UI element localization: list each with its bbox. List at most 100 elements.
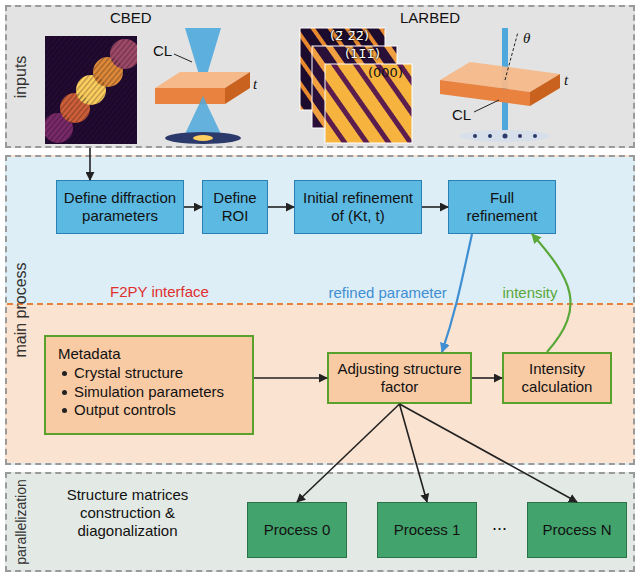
cbed-fringes bbox=[60, 93, 90, 123]
connector bbox=[297, 404, 400, 502]
crystal-front bbox=[440, 80, 530, 106]
diffraction-disk bbox=[193, 135, 213, 141]
cbed-disk bbox=[110, 39, 137, 69]
interface-label: F2PY interface bbox=[110, 283, 209, 300]
tilt-normal bbox=[505, 32, 518, 80]
cbed-disk bbox=[45, 113, 73, 143]
crystal-front bbox=[155, 88, 225, 104]
parallel-note: Structure matrices construction & diagon… bbox=[30, 486, 225, 540]
connector bbox=[268, 206, 294, 208]
tilt-angle-label: θ bbox=[523, 30, 530, 47]
connector bbox=[184, 206, 202, 208]
edge-label: refined parameter bbox=[328, 284, 446, 301]
beam-cone bbox=[185, 28, 221, 88]
input-title: CBED bbox=[110, 9, 152, 26]
leader-line bbox=[474, 100, 499, 112]
bullet-item: Crystal structure bbox=[58, 364, 240, 383]
cbed-disk bbox=[93, 57, 123, 87]
bullet-text: Crystal structure bbox=[74, 364, 240, 383]
process-box: Define ROI bbox=[202, 180, 268, 234]
camera-length-label: CL bbox=[153, 42, 172, 59]
reflection-label: (000) bbox=[368, 66, 403, 81]
bullet-dot bbox=[62, 408, 67, 413]
crystal-side bbox=[530, 74, 560, 106]
cbed-fringes bbox=[76, 75, 106, 105]
crystal-top bbox=[440, 62, 560, 92]
input-band: inputs bbox=[5, 5, 635, 148]
process-box: Intensity calculation bbox=[502, 352, 612, 404]
leader-line bbox=[174, 54, 192, 62]
box-label: Process N bbox=[542, 521, 611, 539]
diffraction-spot bbox=[488, 134, 492, 138]
interface-divider bbox=[7, 303, 633, 305]
cbed-fringes bbox=[110, 39, 137, 69]
diffraction-spot bbox=[533, 134, 537, 138]
larbed-image bbox=[300, 28, 385, 110]
connector bbox=[472, 377, 502, 379]
crystal-side bbox=[225, 72, 250, 104]
reflection-label: (11̄1̄) bbox=[345, 47, 380, 62]
beam-line bbox=[502, 28, 508, 130]
connector bbox=[422, 206, 448, 208]
ellipsis: ... bbox=[492, 514, 507, 535]
box-label: Intensity calculation bbox=[509, 360, 605, 396]
metadata-box: MetadataCrystal structureSimulation para… bbox=[44, 335, 254, 435]
bullet-item: Output controls bbox=[58, 401, 240, 420]
camera-length-label: CL bbox=[452, 106, 471, 123]
cbed-fringes bbox=[93, 57, 123, 87]
box-heading: Metadata bbox=[58, 345, 240, 364]
connector bbox=[89, 148, 91, 180]
worker-box: Process N bbox=[527, 502, 627, 558]
process-box: Define diffraction parameters bbox=[56, 180, 184, 234]
diffraction-spot bbox=[503, 134, 508, 139]
cbed-fringes bbox=[45, 113, 73, 143]
larbed-image bbox=[312, 46, 397, 128]
input-title: LARBED bbox=[400, 9, 460, 26]
beam-cone bbox=[185, 96, 221, 134]
box-label: Define diffraction parameters bbox=[62, 189, 178, 225]
box-label: Process 0 bbox=[264, 521, 331, 539]
bullet-dot bbox=[62, 371, 67, 376]
cbed-geometry bbox=[155, 28, 250, 144]
process-box: Full refinement bbox=[448, 180, 556, 234]
bullet-text: Output controls bbox=[74, 401, 240, 420]
worker-box: Process 1 bbox=[377, 502, 477, 558]
cbed-texture bbox=[45, 36, 137, 144]
larbed-stack bbox=[300, 28, 412, 143]
cbed-disk bbox=[76, 75, 106, 105]
box-label: Define ROI bbox=[208, 189, 262, 225]
box-label: Full refinement bbox=[454, 189, 550, 225]
diffraction-spot bbox=[473, 134, 477, 138]
connector bbox=[442, 234, 472, 352]
band-label: main process bbox=[12, 262, 30, 357]
connector bbox=[254, 377, 327, 379]
worker-box: Process 0 bbox=[247, 502, 347, 558]
thickness-label: t bbox=[253, 76, 257, 93]
process-box: Adjusting structure factor bbox=[327, 352, 472, 404]
cbed-ground bbox=[45, 36, 137, 144]
thickness-label: t bbox=[564, 72, 568, 89]
diffraction-spot bbox=[518, 134, 522, 138]
box-label: Initial refinement of (Kt, t) bbox=[300, 189, 416, 225]
band-label: parallelization bbox=[13, 479, 29, 565]
box-label: Process 1 bbox=[394, 521, 461, 539]
process-box: Initial refinement of (Kt, t) bbox=[294, 180, 422, 234]
reflection-label: (2̄̄ 2̄2̄) bbox=[330, 29, 369, 44]
connector bbox=[400, 404, 428, 502]
box-label: Adjusting structure factor bbox=[334, 360, 465, 396]
band-label: inputs bbox=[12, 55, 30, 98]
detector-screen bbox=[165, 132, 241, 144]
connector bbox=[532, 234, 571, 352]
bullet-text: Simulation parameters bbox=[74, 383, 240, 402]
connector bbox=[400, 404, 578, 502]
edge-label: intensity bbox=[502, 284, 557, 301]
cbed-pattern bbox=[45, 36, 137, 144]
cbed-disk bbox=[60, 93, 90, 123]
process-band: main process Define diffraction parameter… bbox=[5, 155, 635, 465]
bullet-dot bbox=[62, 390, 67, 395]
larbed-image bbox=[325, 64, 412, 143]
bullet-item: Simulation parameters bbox=[58, 383, 240, 402]
larbed-geometry bbox=[440, 28, 560, 142]
detector-screen bbox=[460, 130, 550, 142]
